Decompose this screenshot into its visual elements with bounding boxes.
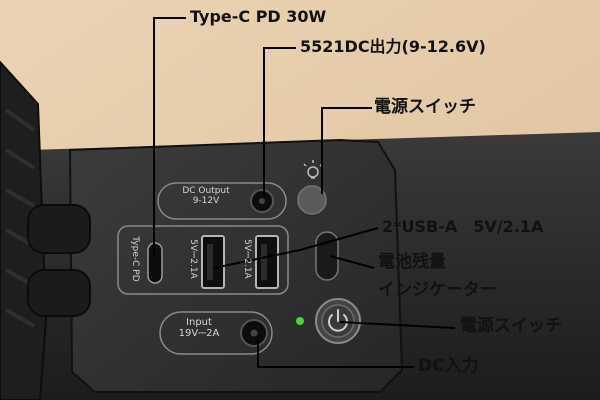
callout-battery-line1: 電池残量 [378,252,446,272]
dc-output-label-line1: DC Output [182,186,230,196]
type-c-pd-text: Type-C PD [129,236,140,282]
lightbulb-icon [303,160,323,179]
dc-output-pin [259,198,265,204]
usb-port-frame [117,225,289,295]
leader-battery [329,255,375,269]
usb-a-port-2-tongue [261,244,267,280]
callout-power-switch-top: 電源スイッチ [374,97,476,117]
leader-power-switch-bottom [339,321,456,329]
input-frame [159,311,273,355]
power-led [296,317,304,325]
hinge-lower [27,269,91,317]
leader-power-switch-top [321,107,372,194]
usb-a-port-1-tongue [207,244,213,280]
dc-output-frame [157,182,287,220]
leader-dc-output [263,47,296,196]
callout-power-switch-bottom: 電源スイッチ [460,316,562,336]
callout-dc-input: DC入力 [418,356,479,376]
device-lid [0,60,48,400]
callout-usb-a: 2*USB-A 5V/2.1A [382,217,544,236]
leader-type-c [153,17,186,255]
power-icon [328,309,348,332]
dc-input-pin [250,329,258,337]
usb2-label: 5V⎓2.1A [241,227,252,291]
hinge-upper [27,204,91,254]
type-c-pd-label: Type-C PD [129,231,140,287]
input-label-line2: 19V⎓2A [178,328,220,339]
leader-dc-input [257,340,414,368]
input-label: Input 19V⎓2A [166,317,232,339]
usb1-text: 5V⎓2.1A [187,239,198,279]
leader-usb [213,227,379,269]
callout-type-c: Type-C PD 30W [190,7,327,26]
usb1-label: 5V⎓2.1A [187,227,198,291]
callout-battery-line2: インジケーター [378,280,497,300]
input-label-line1: Input [186,317,212,328]
dc-output-label: DC Output 9-12V [170,186,242,207]
dc-output-label-line2: 9-12V [192,195,220,206]
callout-dc-output: 5521DC出力(9-12.6V) [300,37,486,56]
light-switch-button[interactable] [297,185,327,215]
usb2-text: 5V⎓2.1A [241,239,252,279]
leader-lines [153,17,456,368]
lid-grip-ridges [4,108,36,328]
